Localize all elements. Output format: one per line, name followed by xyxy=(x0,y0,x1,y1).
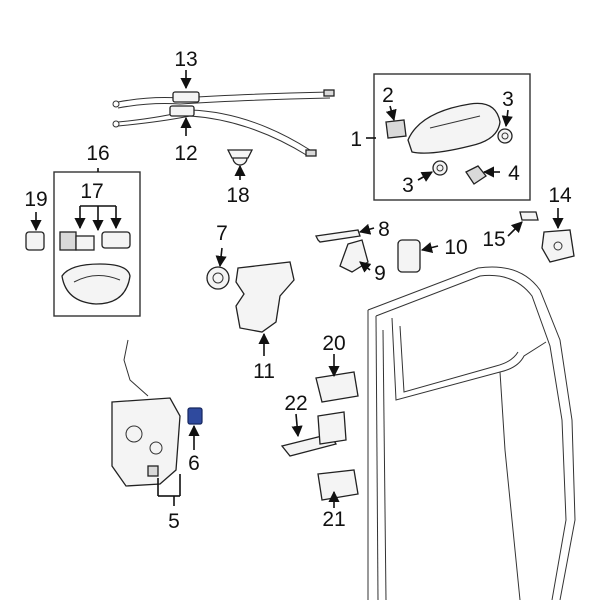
inside-handle-group-box xyxy=(53,171,141,317)
outside-handle-group-box xyxy=(373,73,531,201)
callout-12: 12 xyxy=(174,142,197,165)
callout-5: 5 xyxy=(168,510,180,533)
callout-9: 9 xyxy=(374,262,386,285)
callout-22: 22 xyxy=(284,392,307,415)
callout-18: 18 xyxy=(226,184,249,207)
part-5-door-latch xyxy=(111,339,181,487)
hinges-and-checker xyxy=(280,371,359,501)
callout-11: 11 xyxy=(253,360,275,383)
callout-21: 21 xyxy=(322,508,345,531)
leader-lines xyxy=(30,70,564,508)
callout-15: 15 xyxy=(482,228,505,251)
callout-4: 4 xyxy=(508,162,520,185)
callout-10: 10 xyxy=(444,236,467,259)
callout-20: 20 xyxy=(322,332,345,355)
part-18-clip xyxy=(226,149,254,166)
callout-1: 1 xyxy=(350,128,362,151)
striker-assembly xyxy=(519,211,575,263)
callout-16: 16 xyxy=(86,142,109,165)
callout-2: 2 xyxy=(382,84,394,107)
cable-assembly xyxy=(112,89,335,157)
callout-labels: 13 12 1 2 3 3 4 16 17 19 18 7 8 9 10 11 … xyxy=(24,48,572,533)
part-19 xyxy=(25,231,45,251)
callout-13: 13 xyxy=(174,48,197,71)
callout-7: 7 xyxy=(216,222,228,245)
rear-door-outline xyxy=(367,266,576,600)
callout-19: 19 xyxy=(24,188,47,211)
part-10-cover xyxy=(397,239,421,273)
callout-3-bottom: 3 xyxy=(402,174,414,197)
callout-3-top: 3 xyxy=(502,88,514,111)
part-9-frame xyxy=(339,239,369,273)
part-7-grommet xyxy=(206,266,230,290)
callout-17: 17 xyxy=(80,180,103,203)
part-8-rod xyxy=(315,229,361,243)
part-11-bracket xyxy=(235,261,295,333)
callout-6: 6 xyxy=(188,452,200,475)
callout-14: 14 xyxy=(548,184,572,207)
callout-8: 8 xyxy=(378,218,390,241)
part-6-highlighted xyxy=(187,407,203,425)
